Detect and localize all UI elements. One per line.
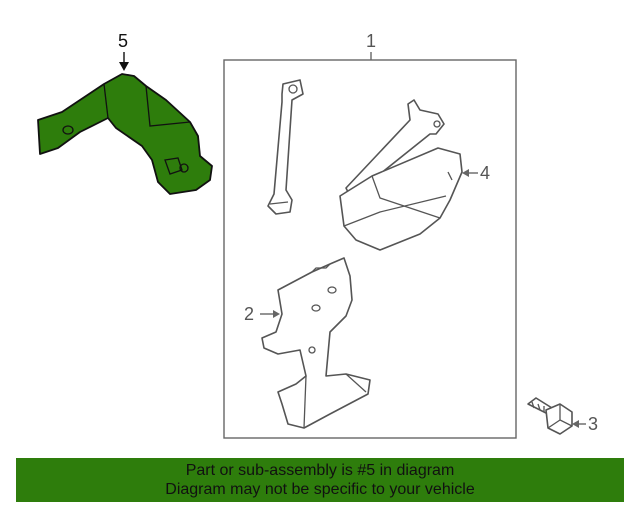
banner-line-2: Diagram may not be specific to your vehi… xyxy=(165,481,475,498)
callout-4-arrow xyxy=(462,169,469,177)
callout-1-label: 1 xyxy=(366,31,376,51)
banner-line-1: Part or sub-assembly is #5 in diagram xyxy=(185,462,455,479)
part-4-sensor[interactable] xyxy=(339,99,463,251)
callout-2-arrow xyxy=(273,310,280,318)
assembly-1-box xyxy=(223,59,517,439)
part-3-bolt[interactable] xyxy=(527,397,573,435)
callout-5-arrow xyxy=(119,62,129,71)
part-link-rod[interactable] xyxy=(267,79,304,215)
part-5-bracket[interactable] xyxy=(37,73,213,195)
callout-3-arrow xyxy=(572,420,579,428)
callout-4-label: 4 xyxy=(480,163,490,183)
callout-3-label: 3 xyxy=(588,414,598,434)
part-2-bracket[interactable] xyxy=(261,257,371,429)
callout-2-label: 2 xyxy=(244,304,254,324)
info-banner: Part or sub-assembly is #5 in diagram Di… xyxy=(16,458,624,502)
callout-5-label: 5 xyxy=(118,31,128,51)
parts-diagram: 5 1 4 2 xyxy=(37,31,598,439)
